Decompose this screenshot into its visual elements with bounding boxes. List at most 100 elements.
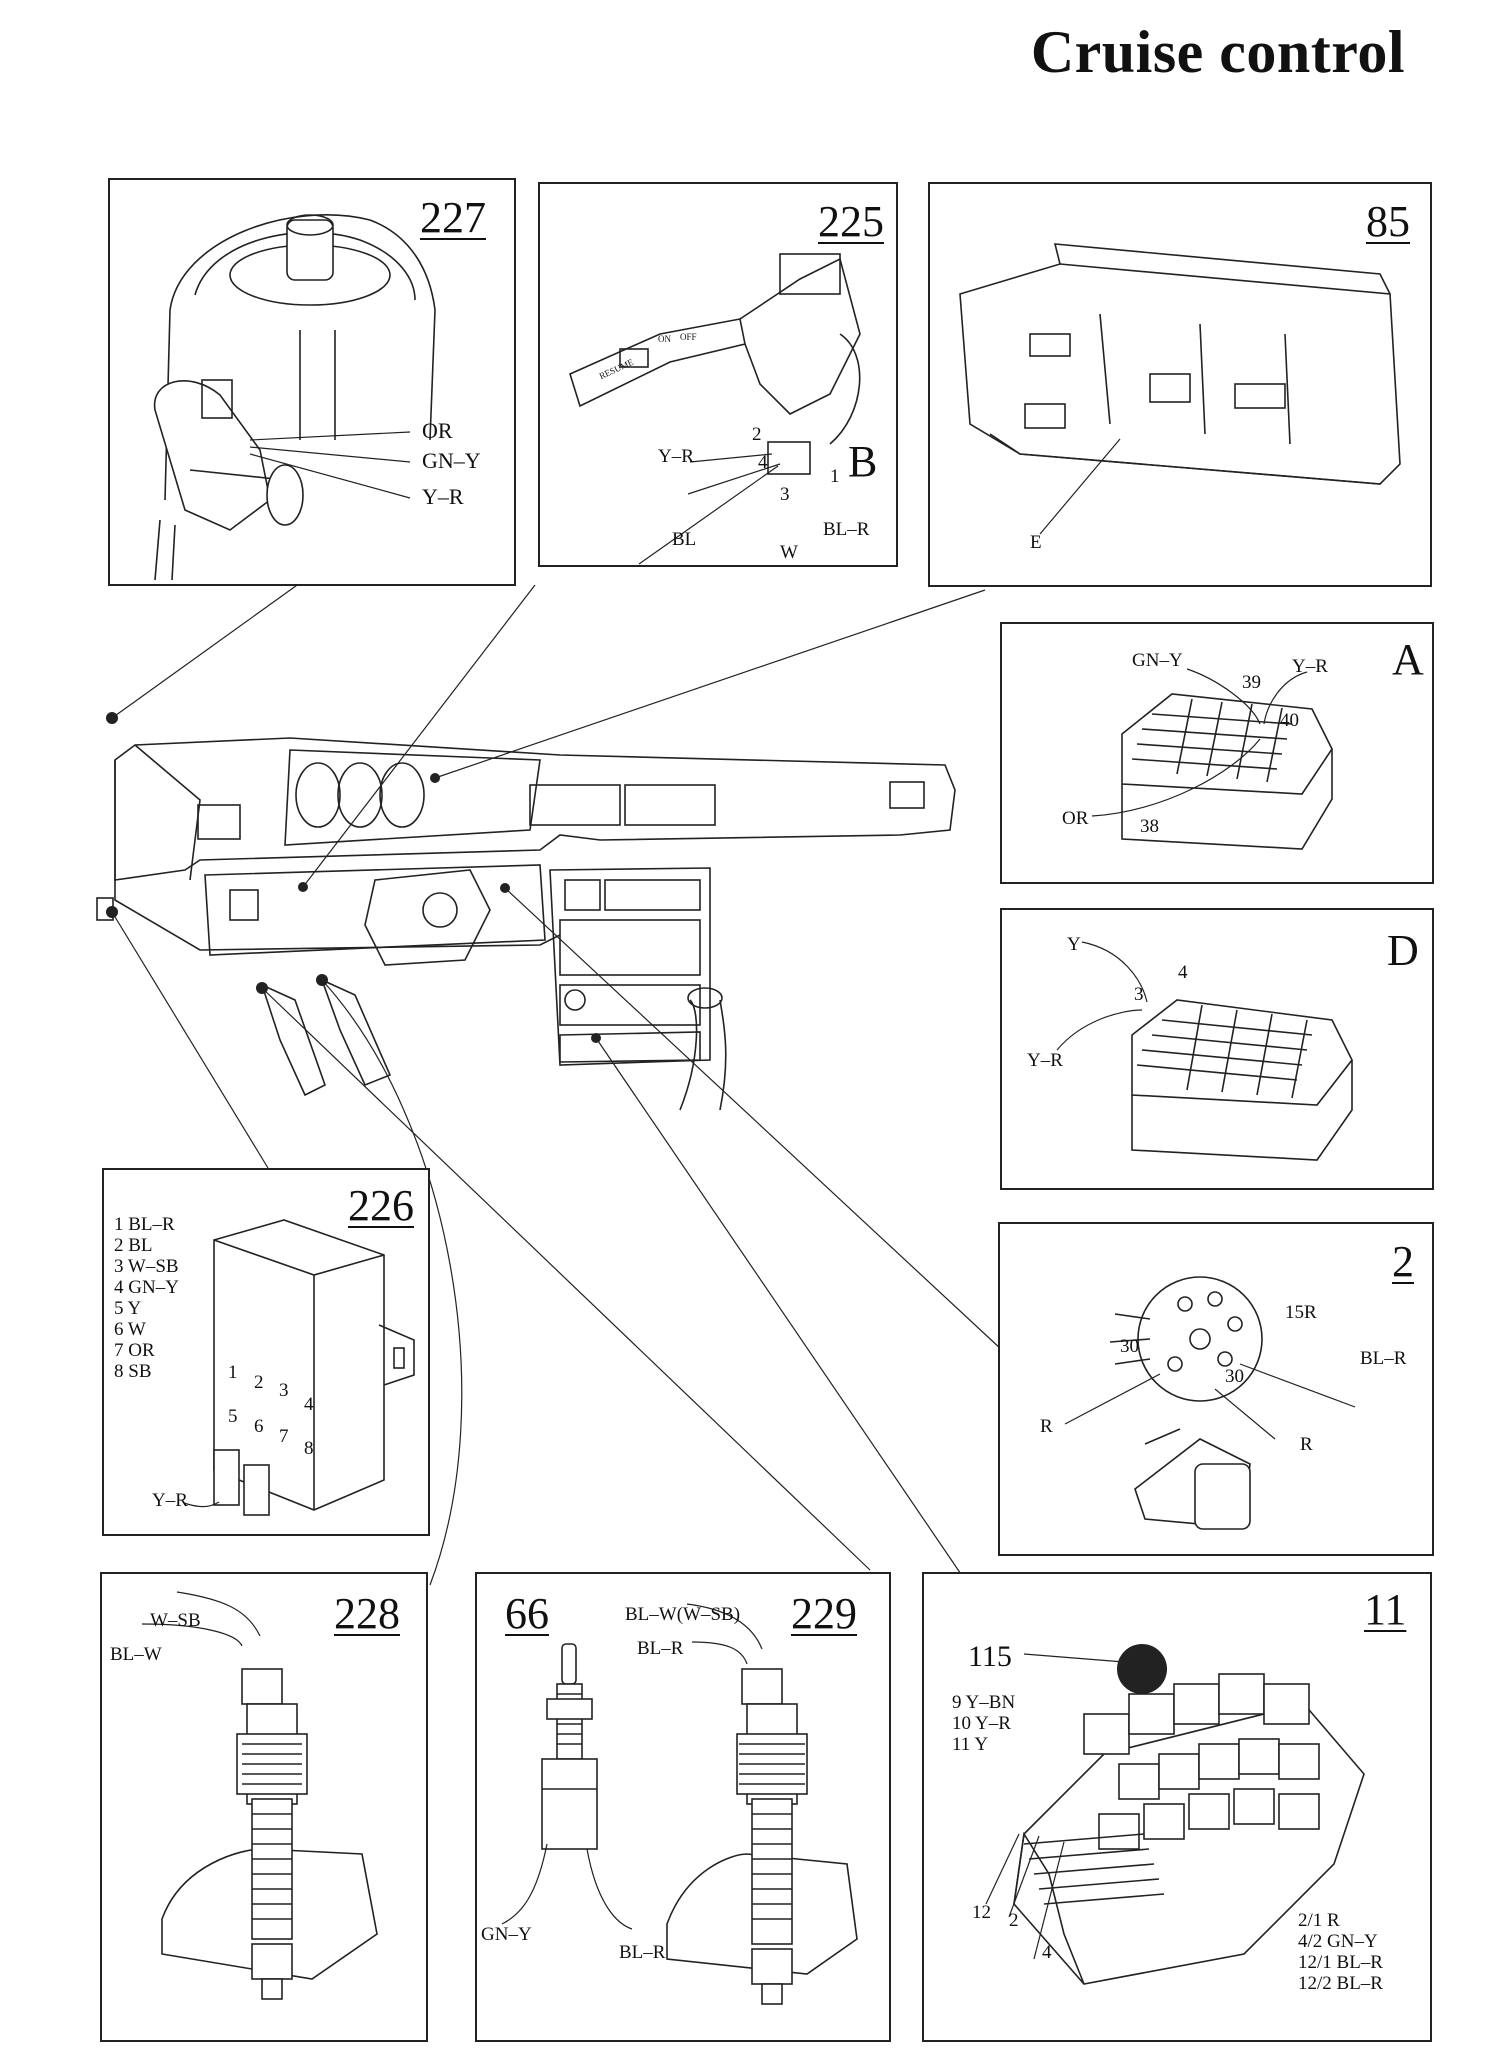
pin-number: 1 [228,1362,238,1383]
panel-number: 226 [348,1181,414,1230]
panel-227: 227 OR GN–Y Y–R [108,178,516,586]
connector-D-drawing [1056,941,1353,1161]
left-pin-list: 9 Y–BN 10 Y–R 11 Y [952,1692,1015,1755]
pin-row: 12/2 BL–R [1298,1973,1383,1994]
wire-label: Y–R [1292,656,1328,677]
connector-letter: D [1387,926,1419,975]
panel-11: 11 115 9 Y–BN 10 Y–R 11 Y 12 2 4 2/1 R 4… [922,1572,1432,2042]
connector-A-drawing [1091,668,1333,850]
panel-229: 66 229 BL–W(W–SB) BL–R GN–Y BL–R [475,1572,891,2042]
pin-row: 2/1 R [1298,1910,1340,1931]
panel-228: 228 W–SB BL–W [100,1572,428,2042]
pinout-row: 4 GN–Y [114,1277,179,1298]
pin-number: 4 [1178,962,1188,983]
panel-226: 226 1 BL–R 2 BL 3 W–SB 4 GN–Y 5 Y 6 W 7 … [102,1168,430,1536]
fuse-number: 12 [972,1902,991,1923]
pin-number: 4 [304,1394,314,1415]
pin-number: 40 [1280,710,1299,731]
panel-D: D Y Y–R 4 3 [1000,908,1434,1190]
right-pin-list: 2/1 R 4/2 GN–Y 12/1 BL–R 12/2 BL–R [1298,1910,1383,1994]
pinout-row: 7 OR [114,1340,155,1361]
pin-number: 8 [304,1438,314,1459]
pin-number: 2 [254,1372,264,1393]
pedal-switches-drawing [501,1603,858,2005]
wire-label: Y [1067,934,1081,955]
wire-label: R [1040,1416,1053,1437]
wire-label: OR [1062,808,1089,829]
connector-letter: A [1392,635,1424,684]
wire-label: GN–Y [422,448,481,473]
panel-number: 227 [420,193,486,242]
control-unit-drawing [183,1219,415,1516]
relay-number: 115 [968,1640,1012,1673]
wire-label: Y–R [1027,1050,1063,1071]
panel-2: 2 15R 30 BL–R 30 R R [998,1222,1434,1556]
switch-label: OFF [680,332,697,342]
pin-number: 1 [830,466,840,487]
connector-letter: B [848,437,878,486]
wire-label: BL–R [619,1942,666,1963]
wire-label: BL [672,529,697,550]
panel-85: 85 E [928,182,1432,587]
terminal-label: 30 [1120,1336,1139,1357]
wire-label: Y–R [152,1490,188,1511]
terminal-label: 30 [1225,1366,1244,1387]
panel-number: 229 [791,1589,857,1638]
wire-label: Y–R [422,484,464,509]
pin-number: 6 [254,1416,264,1437]
fuse-relay-box-drawing [985,1644,1365,1985]
pin-number: 3 [780,484,790,505]
pin-number: 38 [1140,816,1159,837]
pinout-row: 8 SB [114,1361,152,1382]
wire-label: GN–Y [1132,650,1183,671]
wire-label: W–SB [150,1610,201,1631]
pin-number: 4 [758,452,768,473]
panel-number: 225 [818,197,884,246]
pin-number: 2 [752,424,762,445]
panel-number: 228 [334,1589,400,1638]
pinout-row: 5 Y [114,1298,142,1319]
fuse-number: 2 [1009,1910,1019,1931]
pin-number: 3 [279,1380,289,1401]
switch-label: ON [658,334,671,344]
ignition-switch-connector-drawing [1064,1276,1356,1530]
wire-label: OR [422,418,453,443]
panel-number: 11 [1364,1585,1407,1634]
wire-label: BL–W [110,1644,162,1665]
panel-225: 225 RESUME ON OFF B 2 4 3 1 Y–R BL W BL–… [538,182,898,567]
pinout-row: 3 W–SB [114,1256,179,1277]
page-title: Cruise control [1030,19,1405,85]
pinout-row: 1 BL–R [114,1214,175,1235]
wire-label: W [780,542,798,563]
brake-switch-drawing [141,1591,378,2000]
panel-A: A GN–Y Y–R OR 39 40 38 [1000,622,1434,884]
wire-label: BL–R [637,1638,684,1659]
panel-number: 66 [505,1589,549,1638]
wire-label: GN–Y [481,1924,532,1945]
pin-number: 7 [279,1426,289,1447]
pinout-row: 2 BL [114,1235,153,1256]
pin-row: 12/1 BL–R [1298,1952,1383,1973]
stalk-switch-drawing [569,253,861,565]
panel-number: 2 [1392,1237,1414,1286]
pinout-list: 1 BL–R 2 BL 3 W–SB 4 GN–Y 5 Y 6 W 7 OR 8… [114,1214,179,1382]
connector-label: E [1030,532,1042,553]
pin-row: 4/2 GN–Y [1298,1931,1378,1952]
panel-number: 85 [1366,197,1410,246]
pin-number: 3 [1134,984,1144,1005]
wire-label: R [1300,1434,1313,1455]
ignition-switch-drawing [153,214,436,581]
wire-label: BL–R [823,519,870,540]
fuse-number: 4 [1042,1942,1052,1963]
pin-number: 39 [1242,672,1261,693]
wire-label: BL–R [1360,1348,1407,1369]
pin-row: 11 Y [952,1734,989,1755]
instrument-cluster-drawing [959,243,1401,535]
wire-label: Y–R [658,446,694,467]
pin-number: 5 [228,1406,238,1427]
pin-row: 9 Y–BN [952,1692,1016,1713]
terminal-label: 15R [1285,1302,1317,1323]
pinout-row: 6 W [114,1319,146,1340]
pin-row: 10 Y–R [952,1713,1011,1734]
